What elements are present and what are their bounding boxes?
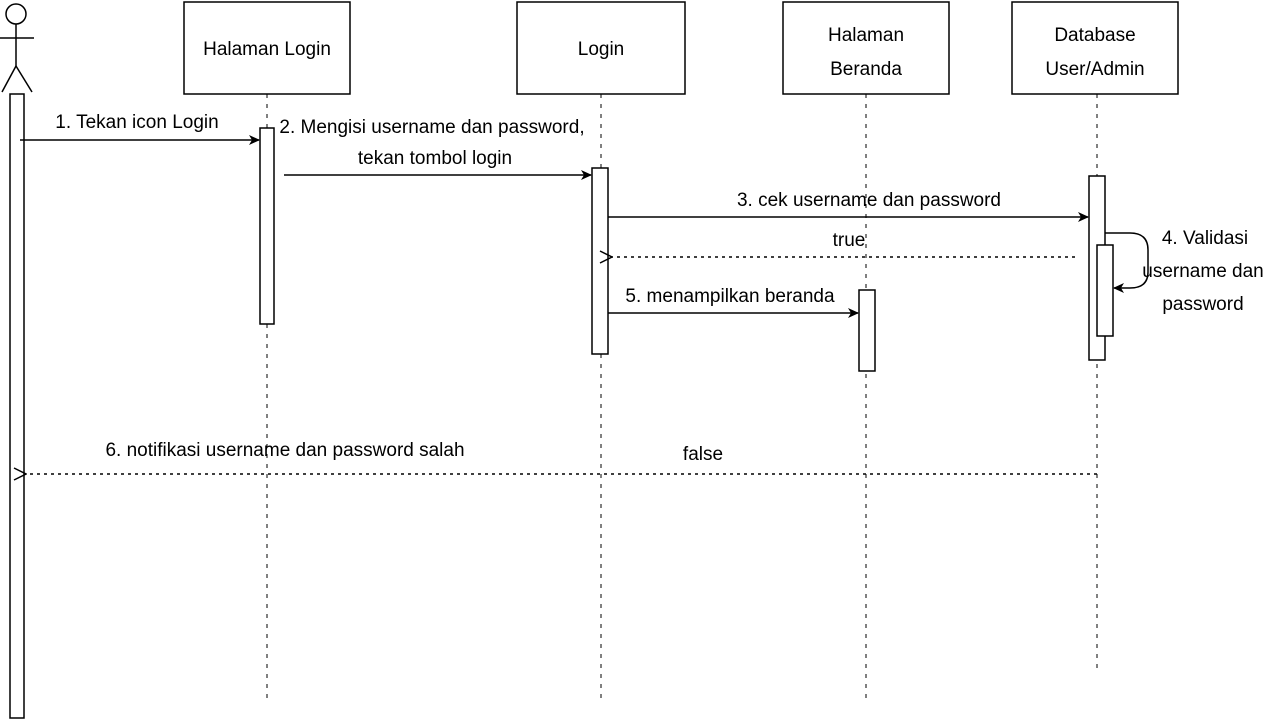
participant-label-database-line1: Database [1054, 25, 1135, 46]
return-label-false: false [683, 444, 723, 465]
activation-halaman-login [259, 127, 275, 325]
message-label-5: 5. menampilkan beranda [625, 286, 835, 307]
participant-database: Database User/Admin [1011, 1, 1179, 95]
actor-activation-bar [9, 93, 25, 719]
participant-halaman-beranda: Halaman Beranda [782, 1, 950, 95]
participant-label-halaman-login: Halaman Login [203, 39, 331, 60]
participant-login: Login [516, 1, 686, 95]
message-label-4-line1: 4. Validasi [1162, 228, 1248, 249]
participant-box-halaman-login [183, 1, 351, 95]
message-label-4-line3: password [1162, 294, 1243, 315]
message-label-6: 6. notifikasi username dan password sala… [105, 440, 464, 461]
participant-label-database-line2: User/Admin [1045, 59, 1144, 80]
message-label-2-line2: tekan tombol login [358, 148, 512, 169]
message-arrow-4-self [1105, 232, 1149, 293]
participant-label-login: Login [578, 39, 625, 60]
participant-label-halaman-beranda-line1: Halaman [828, 25, 904, 46]
participant-label-halaman-beranda-line2: Beranda [830, 59, 902, 80]
activation-login [591, 167, 609, 355]
participant-box-database [1011, 1, 1179, 95]
activation-database-self [1096, 244, 1114, 337]
message-label-1: 1. Tekan icon Login [55, 112, 218, 133]
return-label-true: true [833, 230, 866, 251]
participant-halaman-login: Halaman Login [183, 1, 351, 95]
message-label-4-line2: username dan [1142, 261, 1263, 282]
actor-user [0, 3, 34, 93]
participant-box-halaman-beranda [782, 1, 950, 95]
activation-halaman-beranda [858, 289, 876, 372]
message-label-2-line1: 2. Mengisi username dan password, [279, 117, 584, 138]
actor-head [5, 3, 27, 25]
message-label-3: 3. cek username dan password [737, 190, 1001, 211]
